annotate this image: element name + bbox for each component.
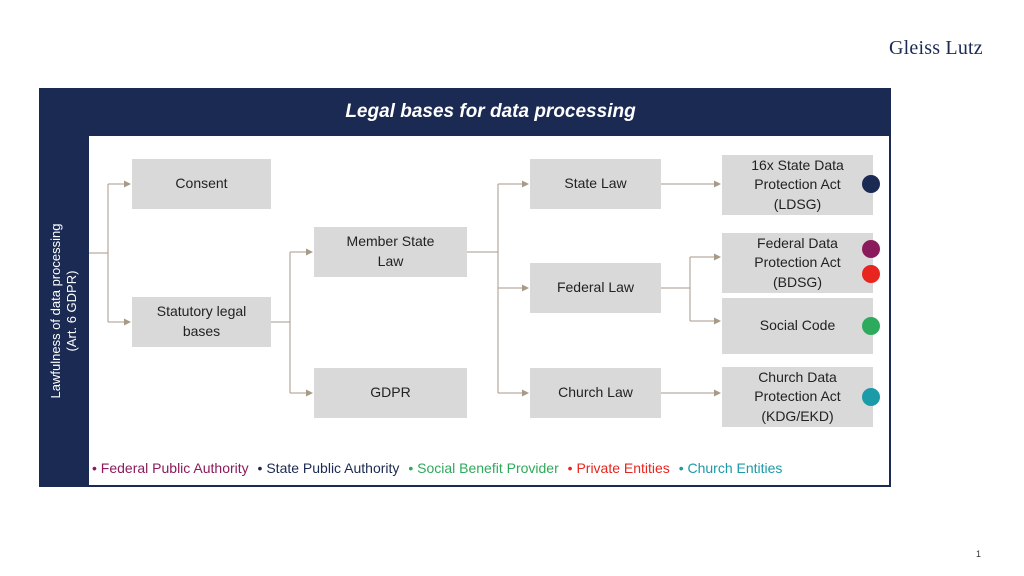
box-member-state-law: Member State Law: [314, 227, 467, 277]
social-benefit-provider-dot: [862, 317, 880, 335]
legend-label: Social Benefit Provider: [417, 460, 559, 476]
box-statutory-legal-bases: Statutory legal bases: [132, 297, 271, 347]
church-entities-dot: [862, 388, 880, 406]
legend-item-federal-public-authority: • Federal Public Authority: [92, 460, 249, 476]
state-public-authority-dot: [862, 175, 880, 193]
gleiss-lutz-logo: Gleiss Lutz: [889, 37, 983, 59]
box-bdsg: Federal Data Protection Act (BDSG): [722, 233, 873, 293]
legend-label: Federal Public Authority: [100, 460, 249, 476]
box-ldsg: 16x State Data Protection Act (LDSG): [722, 155, 873, 215]
legend: • Federal Public Authority • State Publi…: [92, 460, 787, 476]
legend-label: State Public Authority: [266, 460, 400, 476]
legend-label: Private Entities: [576, 460, 670, 476]
box-kdg: Church Data Protection Act (KDG/EKD): [722, 367, 873, 427]
box-social-code: Social Code: [722, 298, 873, 354]
box-federal-law: Federal Law: [530, 263, 661, 313]
private-entities-dot: [862, 265, 880, 283]
legend-item-private-entities: • Private Entities: [567, 460, 670, 476]
box-consent: Consent: [132, 159, 271, 209]
box-gdpr: GDPR: [314, 368, 467, 418]
legend-label: Church Entities: [687, 460, 783, 476]
legend-item-social-benefit-provider: • Social Benefit Provider: [408, 460, 559, 476]
legend-item-church-entities: • Church Entities: [678, 460, 783, 476]
legend-item-state-public-authority: • State Public Authority: [257, 460, 400, 476]
box-church-law: Church Law: [530, 368, 661, 418]
diagram-title: Legal bases for data processing: [345, 101, 636, 122]
page-number: 1: [976, 549, 982, 559]
federal-public-authority-dot: [862, 240, 880, 258]
box-state-law: State Law: [530, 159, 661, 209]
